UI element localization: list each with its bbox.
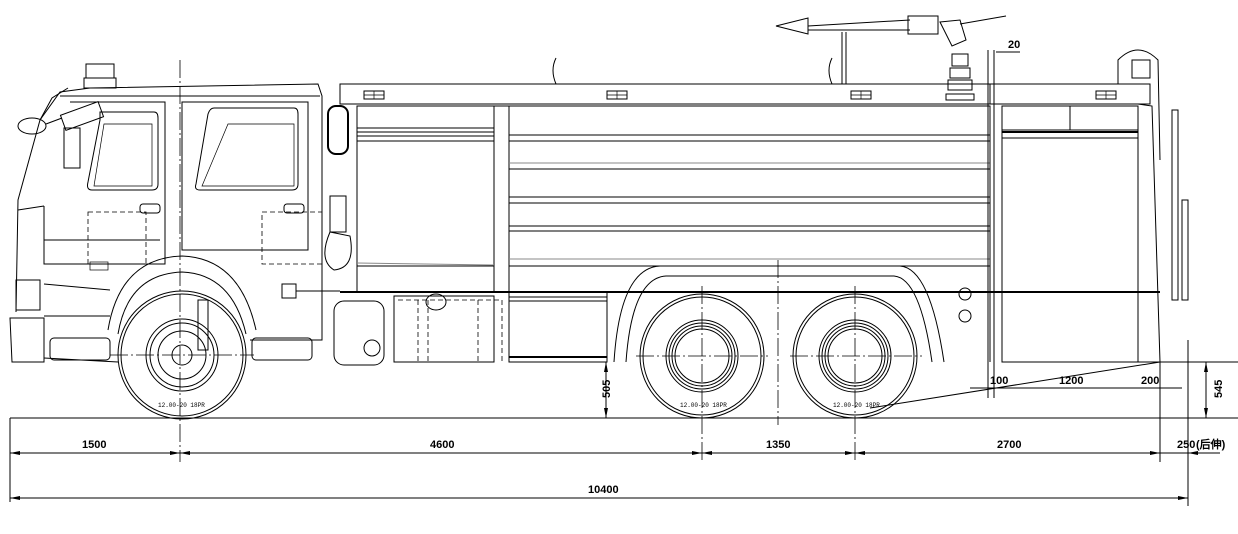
water-monitor [552, 15, 1007, 101]
vent [1095, 90, 1117, 100]
dimension-labels: 1500 4600 1350 2700 250 (后伸) 10400 1200 … [82, 39, 1226, 496]
dim-rear-section: 2700 [997, 439, 1021, 451]
cab [9, 63, 323, 363]
vent [850, 90, 872, 100]
dim-overall-length: 10400 [588, 484, 619, 496]
dim-front-overhang: 1500 [82, 439, 106, 451]
dim-rear-step-end: 200 [1141, 375, 1159, 387]
beacon-light [85, 63, 115, 79]
vent [606, 90, 628, 100]
tire-label-front: 12.00-20 18PR [158, 402, 205, 409]
dim-wheelbase-front: 4600 [430, 439, 454, 451]
rear-window [195, 107, 299, 191]
rear-fender [613, 265, 945, 363]
dim-wheelbase-rear: 1350 [766, 439, 790, 451]
dim-rear-step-length: 1200 [1059, 375, 1083, 387]
tire-label-rear-2: 12.00-20 18PR [833, 402, 880, 409]
front-fender [107, 255, 257, 331]
door-handle [283, 203, 305, 214]
dim-ground-clearance: 505 [601, 380, 613, 398]
dim-rear-step-offset: 100 [990, 375, 1008, 387]
fuel-tank [333, 300, 385, 366]
tire-label-rear-1: 12.00-20 18PR [680, 402, 727, 409]
hose-reel [327, 105, 349, 155]
centerlines [110, 60, 922, 462]
dim-rear-overhang-note: (后伸) [1196, 437, 1226, 451]
dimension-lines [9, 50, 1238, 506]
mirror [17, 117, 47, 135]
dim-rear-overhang: 250 [1177, 439, 1195, 451]
dim-rear-height: 545 [1213, 380, 1225, 398]
tank-body [281, 49, 1189, 366]
front-window [87, 111, 159, 191]
dim-monitor-offset: 20 [1008, 39, 1020, 51]
vent [363, 90, 385, 100]
door-handle [139, 203, 161, 214]
